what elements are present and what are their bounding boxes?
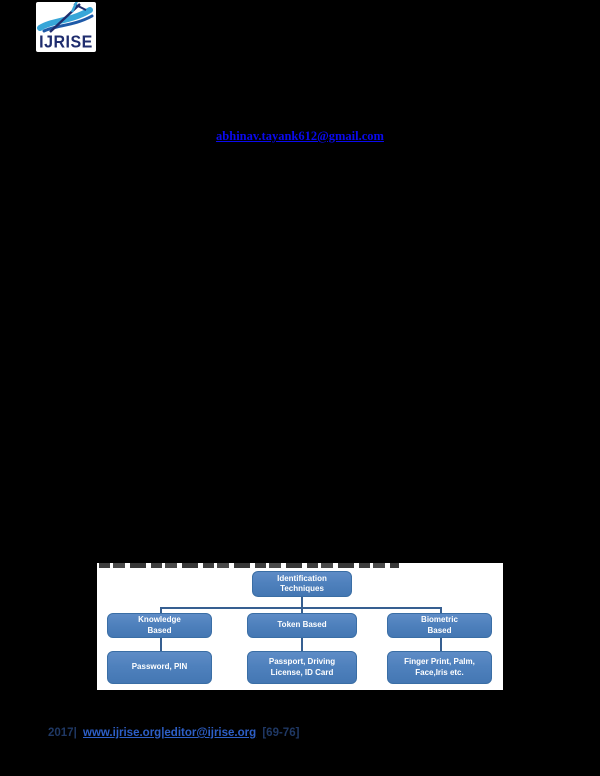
connector-drop-middle (301, 607, 303, 614)
clipped-text-artifact (99, 563, 399, 568)
footer-page-range: [69-76] (262, 727, 300, 739)
footer-year: 2017| (48, 727, 77, 739)
author-email-link[interactable]: abhinav.tayank612@gmail.com (216, 129, 384, 143)
connector-drop-right (440, 607, 442, 614)
node-token-based: Token Based (247, 613, 357, 638)
node-biometric-based: Biometric Based (387, 613, 492, 638)
author-email-row: abhinav.tayank612@gmail.com (0, 127, 600, 145)
logo-wordmark: IJRISE (39, 33, 93, 52)
logo-swoosh-icon (37, 2, 94, 33)
node-password-pin: Password, PIN (107, 651, 212, 684)
node-fingerprint-palm-face-iris: Finger Print, Palm, Face,Iris etc. (387, 651, 492, 684)
connector-root-vertical (301, 597, 303, 607)
node-passport-license-idcard: Passport, Driving License, ID Card (247, 651, 357, 684)
connector-drop-left (160, 607, 162, 614)
journal-logo: IJRISE (36, 2, 96, 52)
node-label: Knowledge Based (138, 615, 181, 635)
connector-knowledge-to-password (160, 638, 162, 651)
node-label: Password, PIN (131, 662, 188, 672)
node-label: Biometric Based (421, 615, 458, 635)
footer-site-email-link[interactable]: www.ijrise.org|editor@ijrise.org (83, 727, 257, 739)
connector-token-to-passport (301, 638, 303, 651)
footer: 2017| www.ijrise.org|editor@ijrise.org [… (48, 727, 299, 739)
node-label: Passport, Driving License, ID Card (268, 657, 336, 677)
node-identification-techniques: Identification Techniques (252, 571, 352, 597)
node-knowledge-based: Knowledge Based (107, 613, 212, 638)
node-label: Identification Techniques (277, 573, 327, 593)
figure-panel: Identification Techniques Knowledge Base… (97, 563, 503, 690)
node-label: Token Based (277, 620, 327, 630)
connector-biometric-to-finger (440, 638, 442, 651)
node-label: Finger Print, Palm, Face,Iris etc. (404, 657, 475, 677)
